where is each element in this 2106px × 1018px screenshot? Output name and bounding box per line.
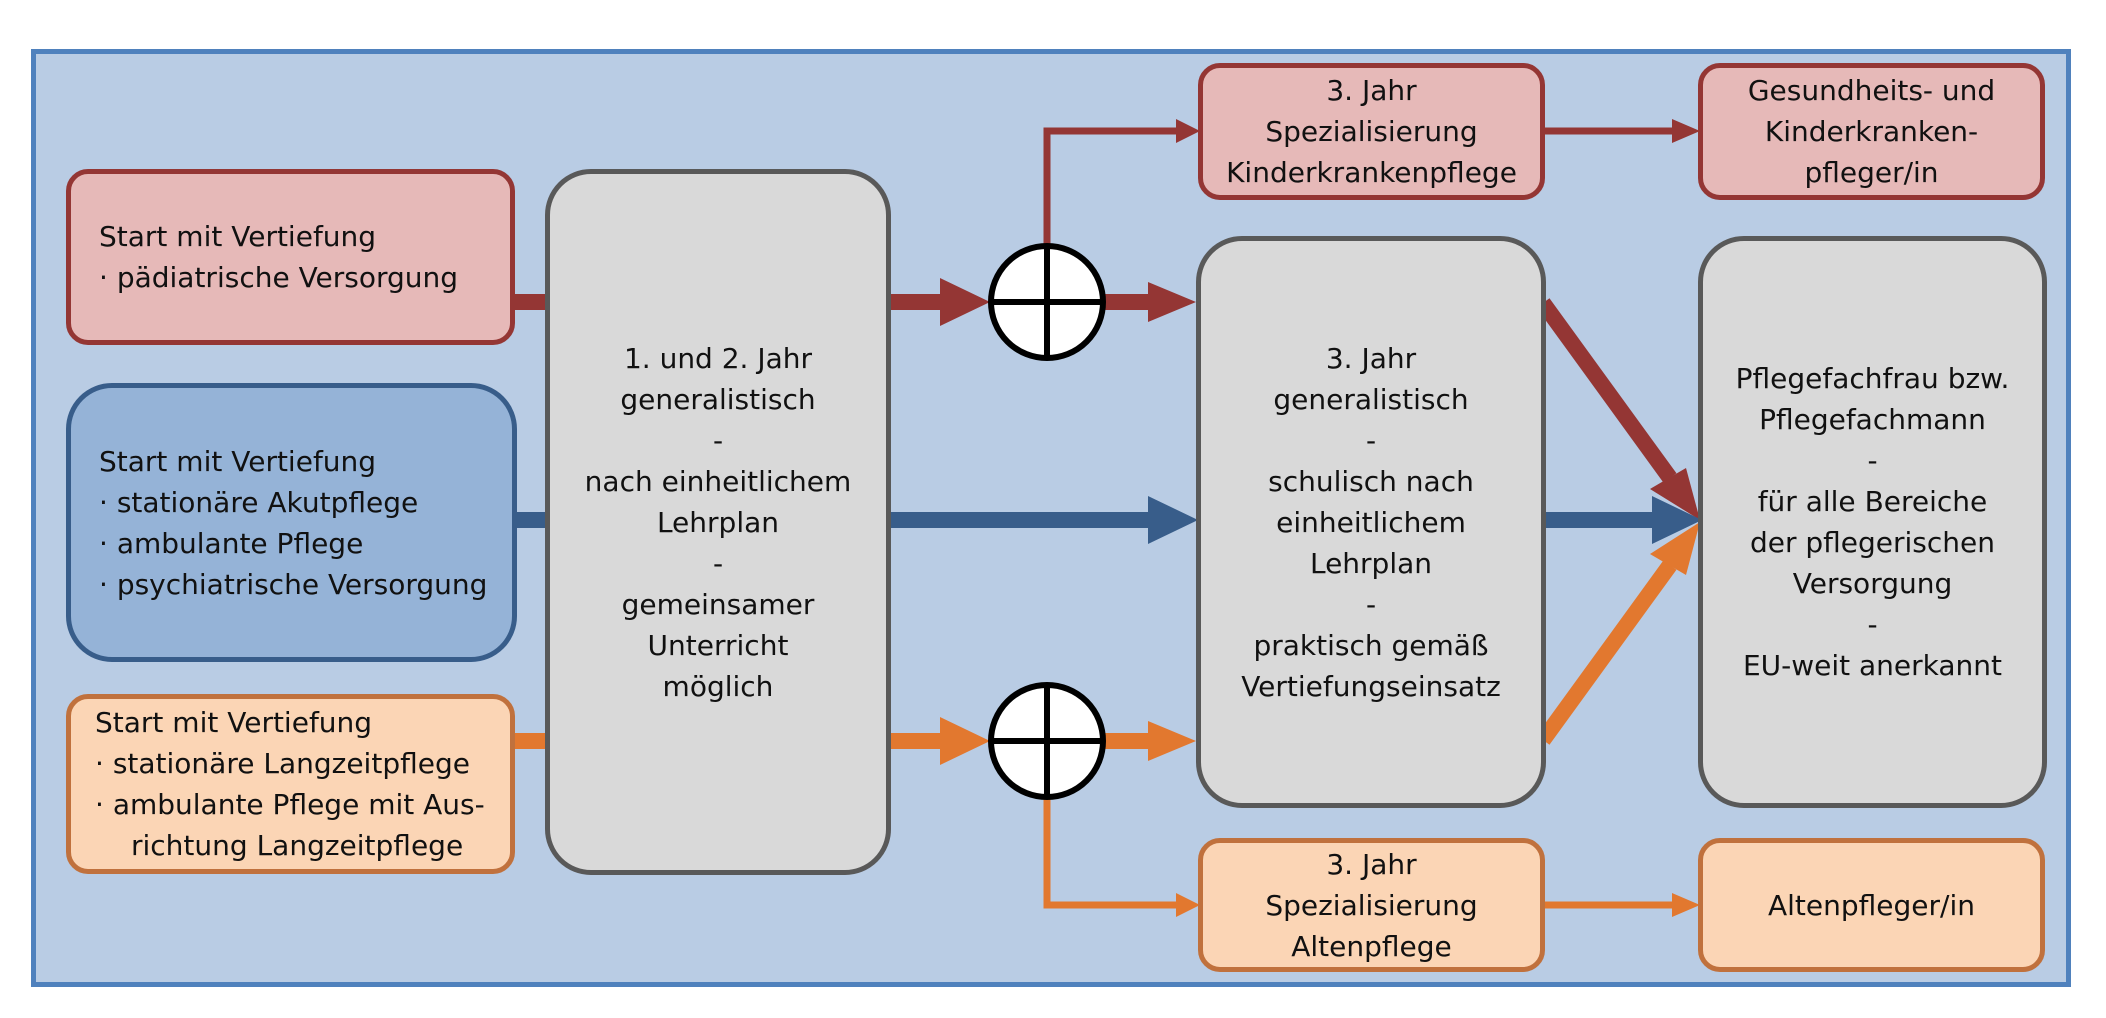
year3-children-text: 3. Jahr Spezialisierung Kinderkrankenpfl… [1226, 74, 1517, 189]
outcome-elderly-text: Altenpfleger/in [1768, 888, 1975, 922]
start-box-heading: Start mit Vertiefung [99, 444, 377, 478]
orange-branch-to-specialisation [1043, 797, 1180, 909]
year3-general-box: 3. Jahr generalistisch - schulisch nach … [1196, 236, 1546, 808]
red-arrowhead-general-outcome [1650, 468, 1700, 520]
start-box-longterm: Start mit Vertiefung stationäre Langzeit… [66, 694, 515, 874]
junction-symbol-top [988, 243, 1106, 361]
outcome-general-text: Pflegefachfrau bzw. Pflegefachmann - für… [1735, 362, 2010, 682]
orange-arrowhead-junction [940, 717, 990, 765]
start-box-item: ambulante Pflege [99, 523, 487, 564]
year3-children-box: 3. Jahr Spezialisierung Kinderkrankenpfl… [1198, 63, 1545, 200]
red-arrowhead-junction [940, 278, 990, 326]
start-box-paediatric: Start mit Vertiefung pädiatrische Versor… [66, 169, 515, 345]
blue-arrowhead-year3 [1148, 496, 1198, 544]
red-arrowhead-specialisation [1176, 119, 1200, 143]
start-box-item: psychiatrische Versorgung [99, 564, 488, 605]
year3-elderly-box: 3. Jahr Spezialisierung Altenpflege [1198, 838, 1545, 972]
outcome-general-box: Pflegefachfrau bzw. Pflegefachmann - für… [1698, 236, 2047, 808]
start-box-item: stationäre Langzeitpflege [95, 743, 485, 784]
outcome-children-box: Gesundheits- und Kinderkranken- pfleger/… [1698, 63, 2045, 200]
outcome-elderly-box: Altenpfleger/in [1698, 838, 2045, 972]
orange-arrowhead-specialisation [1176, 893, 1200, 917]
blue-arrowhead-outcome [1652, 496, 1702, 544]
year3-elderly-text: 3. Jahr Spezialisierung Altenpflege [1265, 847, 1478, 963]
outcome-children-text: Gesundheits- und Kinderkranken- pfleger/… [1747, 74, 1996, 189]
start-box-item: ambulante Pflege mit Aus- [95, 784, 485, 825]
red-arrowhead-year3 [1148, 282, 1196, 322]
year3-general-text: 3. Jahr generalistisch - schulisch nach … [1241, 341, 1501, 703]
start-box-item: stationäre Akutpflege [99, 482, 487, 523]
orange-arrowhead-year3 [1148, 721, 1196, 761]
start-box-item: pädiatrische Versorgung [99, 257, 458, 298]
year12-box: 1. und 2. Jahr generalistisch - nach ein… [545, 169, 891, 875]
red-arrowhead-outcome [1672, 119, 1700, 143]
orange-year3-to-outcome [1536, 560, 1677, 745]
start-box-heading: Start mit Vertiefung [95, 706, 373, 739]
red-year3-to-outcome [1536, 298, 1677, 483]
junction-symbol-bottom [988, 682, 1106, 800]
orange-arrowhead-general-outcome [1650, 522, 1700, 575]
start-box-acute: Start mit Vertiefung stationäre Akutpfle… [66, 383, 517, 662]
start-box-item-continuation: richtung Langzeitpflege [131, 829, 464, 862]
start-box-heading: Start mit Vertiefung [99, 220, 377, 253]
orange-arrowhead-outcome [1672, 893, 1700, 917]
red-branch-to-specialisation [1043, 127, 1180, 246]
year12-text: 1. und 2. Jahr generalistisch - nach ein… [584, 341, 852, 703]
